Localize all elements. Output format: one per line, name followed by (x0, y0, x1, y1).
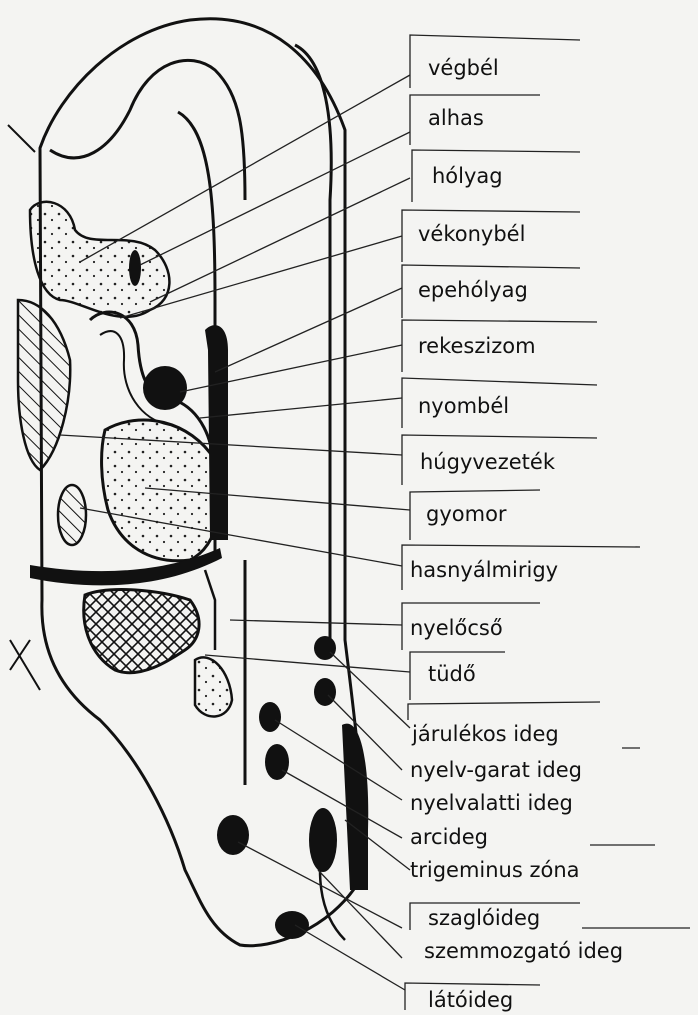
label-alhas: alhas (428, 108, 484, 129)
black-dot-arcideg (265, 744, 289, 780)
hatched-region-left (18, 300, 70, 470)
label-hasnyalmirigy: hasnyálmirigy (410, 560, 558, 581)
box-jarulekos (408, 702, 600, 720)
label-vegbel: végbél (428, 58, 499, 79)
lower-loop-outline (205, 570, 215, 650)
antihelix (295, 45, 331, 640)
label-tudo: tüdő (428, 664, 476, 685)
black-dot-nyelvalatti (259, 702, 281, 732)
label-holyag: hólyag (432, 166, 503, 187)
label-nyelv-garat-ideg: nyelv-garat ideg (410, 760, 582, 781)
label-epeholyag: epehólyag (418, 280, 528, 301)
label-vekonybel: vékonybél (418, 224, 525, 245)
leader-nyelocso (230, 620, 402, 625)
black-dot-trigeminus (309, 808, 337, 872)
leader-latoideg (295, 925, 405, 990)
black-dot-rekeszizom (143, 366, 187, 410)
label-szemmozgato-ideg: szemmozgató ideg (424, 941, 623, 962)
black-dot-jarulekos (314, 636, 336, 660)
label-gyomor: gyomor (426, 504, 507, 525)
label-hugyvezetek: húgyvezeték (420, 452, 555, 473)
label-trigeminus-zona: trigeminus zóna (410, 860, 580, 881)
label-nyelocso: nyelőcső (410, 618, 503, 639)
leader-arcideg (282, 770, 402, 838)
label-nyelvalatti-ideg: nyelvalatti ideg (410, 793, 573, 814)
crosshatch-region (84, 590, 199, 673)
dotted-region-lower (195, 657, 232, 716)
leader-nyelv-garat (328, 695, 402, 770)
black-dot-small-top (129, 250, 141, 286)
label-nyombel: nyombél (418, 396, 509, 417)
label-szagloideg: szaglóideg (428, 908, 540, 929)
black-dot-szagloideg (217, 815, 249, 855)
leader-nyombel (200, 398, 402, 418)
dotted-region-top (30, 202, 169, 317)
leader-jarulekos (330, 652, 410, 728)
label-jarulekos-ideg: járulékos ideg (412, 724, 559, 745)
leader-tudo (205, 655, 410, 672)
label-latoideg: látóideg (428, 990, 513, 1011)
black-dot-latoideg (275, 911, 309, 939)
label-rekeszizom: rekeszizom (418, 336, 536, 357)
hatched-oval (58, 485, 86, 545)
leader-epeholyag (215, 288, 402, 372)
label-arcideg: arcideg (410, 827, 488, 848)
black-dot-nyelv-garat (314, 678, 336, 706)
leader-vegbel (80, 75, 410, 262)
leader-nyelvalatti (275, 720, 402, 800)
